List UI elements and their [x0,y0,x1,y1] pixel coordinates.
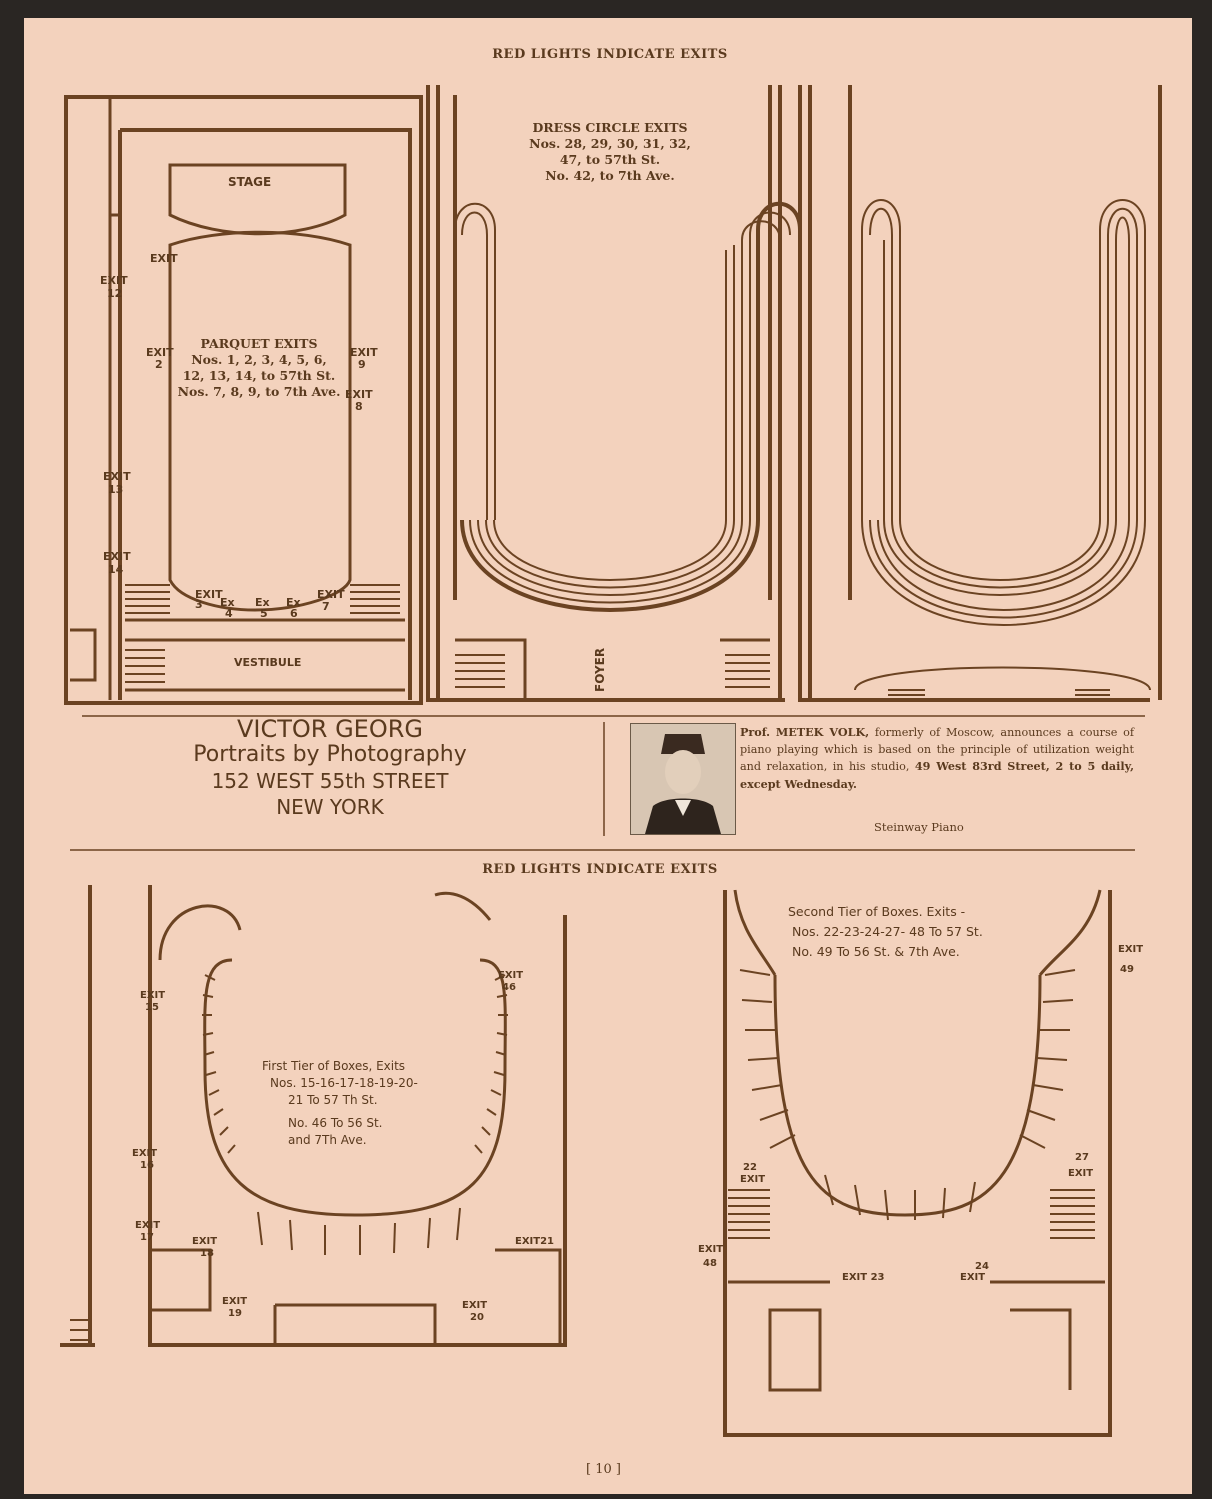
svg-text:EXIT: EXIT [146,346,174,359]
ad-city: NEW YORK [276,795,384,819]
svg-text:EXIT: EXIT [103,470,131,483]
svg-text:EXIT: EXIT [350,346,378,359]
second-tier-line-2: Nos. 22-23-24-27- 48 To 57 St. [792,924,983,939]
svg-text:EXIT: EXIT [345,388,373,401]
svg-text:EXIT: EXIT [135,1220,160,1231]
svg-text:EXIT21: EXIT21 [515,1236,554,1247]
svg-text:EXIT: EXIT [698,1244,723,1255]
svg-text:14: 14 [108,563,124,576]
svg-text:12: 12 [107,287,122,300]
dress-circle-line-2: 47, to 57th St. [559,152,661,167]
dress-circle-title: DRESS CIRCLE EXITS [532,120,688,135]
svg-text:EXIT: EXIT [498,970,523,981]
foyer-label: FOYER [593,648,607,692]
svg-text:9: 9 [358,358,366,371]
ad-subtitle: Portraits by Photography [193,742,467,767]
first-tier-line-2: Nos. 15-16-17-18-19-20- [270,1076,418,1090]
svg-text:27: 27 [1075,1152,1089,1163]
exit-1-label: EXIT [150,252,178,265]
svg-text:20: 20 [470,1312,484,1323]
svg-text:5: 5 [260,607,268,620]
volk-address: 49 West 83rd Street, 2 to 5 daily, excep… [740,759,1134,791]
volk-name: METEK VOLK, [775,725,870,739]
svg-text:EXIT: EXIT [103,550,131,563]
svg-text:EXIT: EXIT [462,1300,487,1311]
steinway-piano: Steinway Piano [874,820,964,834]
exit-12-label: EXIT [100,274,128,287]
svg-text:49: 49 [1120,964,1134,975]
svg-text:EXIT: EXIT [192,1236,217,1247]
page-number: [ 10 ] [586,1462,621,1477]
vestibule-label: VESTIBULE [234,656,301,669]
ad-name: VICTOR GEORG [236,715,424,743]
svg-text:Ex: Ex [286,596,301,609]
svg-text:48: 48 [703,1258,717,1269]
second-tier-line-3: No. 49 To 56 St. & 7th Ave. [792,944,960,959]
first-tier-line-1: First Tier of Boxes, Exits [262,1059,406,1073]
svg-text:EXIT: EXIT [317,588,345,601]
second-tier-line-1: Second Tier of Boxes. Exits - [788,904,966,919]
volk-ad: Prof. METEK VOLK, formerly of Moscow, an… [740,724,1134,793]
svg-text:EXIT 23: EXIT 23 [842,1272,885,1283]
svg-text:EXIT: EXIT [960,1272,985,1283]
svg-text:22: 22 [743,1162,757,1173]
svg-text:EXIT: EXIT [140,990,165,1001]
parquet-line-1: Nos. 1, 2, 3, 4, 5, 6, [191,352,327,367]
header-mid: RED LIGHTS INDICATE EXITS [482,862,718,877]
stage-label: STAGE [228,175,271,189]
volk-prefix: Prof. [740,725,771,739]
svg-text:17: 17 [140,1232,154,1243]
svg-text:EXIT: EXIT [1118,944,1143,955]
header-top: RED LIGHTS INDICATE EXITS [492,47,728,62]
first-tier-line-4: No. 46 To 56 St. [288,1116,383,1130]
svg-text:16: 16 [140,1160,154,1171]
svg-text:Ex: Ex [220,596,235,609]
svg-text:EXIT: EXIT [132,1148,157,1159]
svg-text:7: 7 [322,600,330,613]
svg-text:24: 24 [975,1261,989,1272]
dress-circle-line-3: No. 42, to 7th Ave. [545,168,675,183]
svg-text:Ex: Ex [255,596,270,609]
svg-text:18: 18 [200,1248,214,1259]
program-page [24,18,1192,1494]
svg-text:EXIT: EXIT [195,588,223,601]
svg-text:8: 8 [355,400,363,413]
first-tier-line-3: 21 To 57 Th St. [288,1093,378,1107]
svg-text:EXIT: EXIT [1068,1168,1093,1179]
svg-text:3: 3 [195,598,203,611]
parquet-line-2: 12, 13, 14, to 57th St. [182,368,336,383]
victor-georg-ad: VICTOR GEORG Portraits by Photography 15… [60,708,600,830]
svg-text:46: 46 [502,982,516,993]
portrait-photo [630,723,736,835]
volk-text: formerly of Moscow, announces a course o… [740,726,1134,773]
svg-text:EXIT: EXIT [222,1296,247,1307]
svg-text:19: 19 [228,1308,242,1319]
first-tier-line-5: and 7Th Ave. [288,1133,367,1147]
svg-text:15: 15 [145,1002,159,1013]
svg-text:EXIT: EXIT [740,1174,765,1185]
dress-circle-line-1: Nos. 28, 29, 30, 31, 32, [529,136,691,151]
parquet-line-3: Nos. 7, 8, 9, to 7th Ave. [177,384,341,399]
second-tier-text: Second Tier of Boxes. Exits - Nos. 22-23… [788,902,1088,962]
svg-text:2: 2 [155,358,163,371]
first-tier-text: First Tier of Boxes, Exits Nos. 15-16-17… [262,1058,452,1149]
svg-text:4: 4 [225,607,233,620]
parquet-exits-title: PARQUET EXITS [200,336,318,351]
ad-address: 152 WEST 55th STREET [211,769,449,793]
svg-text:6: 6 [290,607,298,620]
svg-text:13: 13 [108,483,123,496]
